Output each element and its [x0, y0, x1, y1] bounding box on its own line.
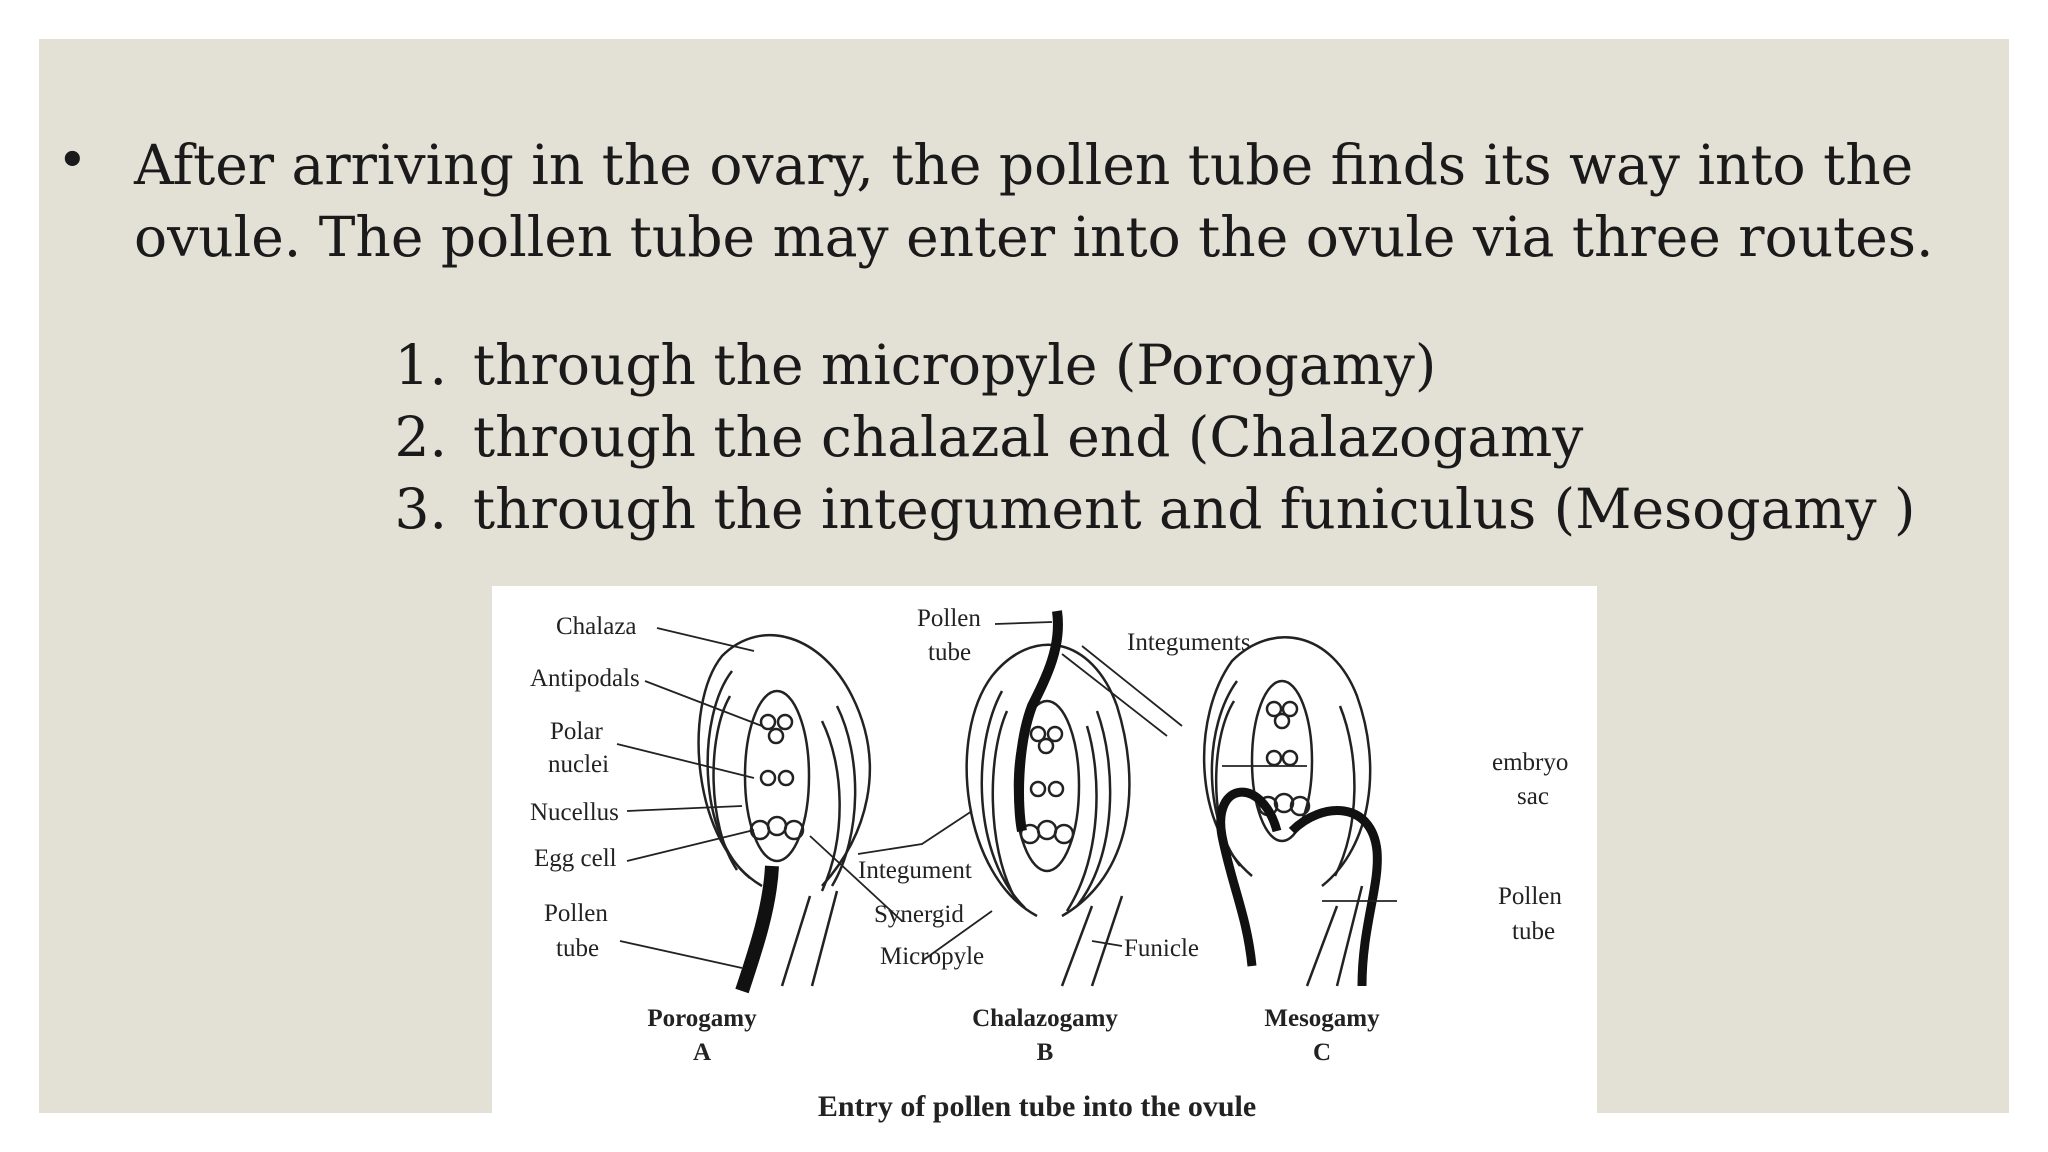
ovule-a-drawing [697, 633, 872, 987]
label-integument: Integument [858, 857, 972, 884]
route-number: 1. [394, 333, 447, 397]
panel-a-title: Porogamy [647, 1005, 757, 1032]
pollen-tube-c-left [1216, 787, 1282, 967]
pollen-tube-b [1014, 610, 1063, 832]
label-egg-cell: Egg cell [534, 845, 617, 872]
route-number: 3. [394, 477, 447, 541]
panel-a-letter: A [693, 1039, 711, 1066]
label-funicle: Funicle [1124, 935, 1199, 962]
label-nucellus: Nucellus [530, 799, 619, 826]
ovule-figure: Chalaza Antipodals Polar nuclei Nucellus… [492, 586, 1597, 1132]
label-chalaza: Chalaza [556, 613, 637, 640]
route-item: 2. through the chalazal end (Chalazogamy [387, 401, 1987, 473]
panel-b-title: Chalazogamy [972, 1005, 1118, 1032]
pollen-tube-a [735, 865, 779, 994]
route-number: 2. [394, 405, 447, 469]
route-item: 1. through the micropyle (Porogamy) [387, 329, 1987, 401]
pollen-tube-c-right [1288, 806, 1382, 987]
label-pollen-c: Pollen [1498, 883, 1562, 910]
label-polar: Polar [550, 718, 603, 745]
label-antipodals: Antipodals [530, 665, 640, 692]
label-embryo: embryo [1492, 749, 1568, 776]
panel-c-letter: C [1313, 1039, 1331, 1066]
route-text: through the chalazal end (Chalazogamy [473, 405, 1584, 469]
label-sac: sac [1517, 783, 1549, 810]
route-item: 3. through the integument and funiculus … [387, 473, 1987, 545]
route-text: through the micropyle (Porogamy) [473, 333, 1437, 397]
panel-c-title: Mesogamy [1264, 1005, 1380, 1032]
label-pollen-b: Pollen [917, 605, 981, 632]
label-micropyle: Micropyle [880, 943, 984, 970]
label-synergid: Synergid [874, 901, 964, 928]
routes-list: 1. through the micropyle (Porogamy) 2. t… [387, 329, 1987, 545]
label-pollen-a: Pollen [544, 900, 608, 927]
leader-lines [616, 621, 1397, 969]
label-tube-a: tube [556, 935, 599, 962]
bullet-marker: • [57, 131, 88, 191]
slide: • After arriving in the ovary, the polle… [39, 39, 2009, 1132]
route-text: through the integument and funiculus (Me… [473, 477, 1916, 541]
label-integuments: Integuments [1127, 629, 1251, 656]
label-nuclei: nuclei [548, 751, 609, 778]
bullet-text: After arriving in the ovary, the pollen … [134, 133, 1934, 269]
panel-b-letter: B [1037, 1039, 1054, 1066]
label-tube-c: tube [1512, 918, 1555, 945]
ovule-b-drawing [965, 643, 1131, 987]
label-tube-b: tube [928, 639, 971, 666]
ovule-diagram: Chalaza Antipodals Polar nuclei Nucellus… [530, 605, 1568, 1123]
figure-caption: Entry of pollen tube into the ovule [818, 1090, 1256, 1123]
